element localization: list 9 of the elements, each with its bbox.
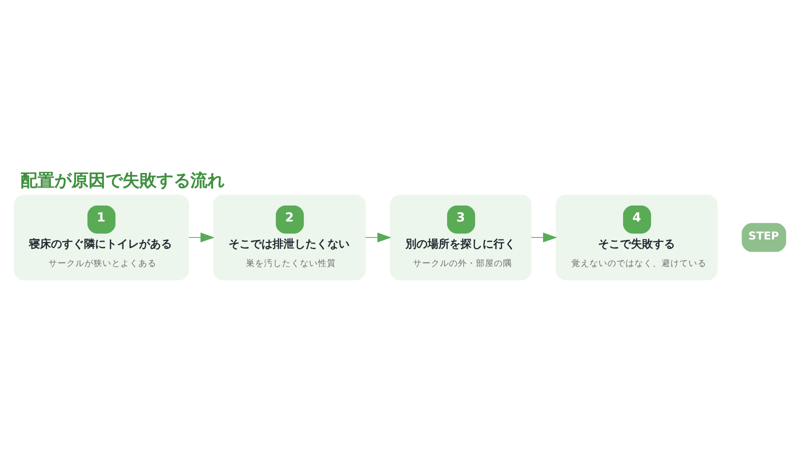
node-box: 2 そこでは排泄したくない 巣を汚したくない性質: [213, 194, 366, 280]
node-box: 1 寝床のすぐ隣にトイレがある サークルが狭いとよくある: [14, 194, 190, 280]
node-box: 3 別の場所を探しに行く サークルの外・部屋の隅: [390, 194, 532, 280]
diagram-title: 配置が原因で失敗する流れ: [20, 171, 224, 192]
label: STEP: [748, 230, 780, 243]
arrow: [531, 232, 558, 242]
node-box: 4 そこで失敗する 覚えないのではなく、避けている: [556, 194, 718, 280]
arrow: [188, 232, 215, 242]
arrow: [365, 232, 392, 242]
